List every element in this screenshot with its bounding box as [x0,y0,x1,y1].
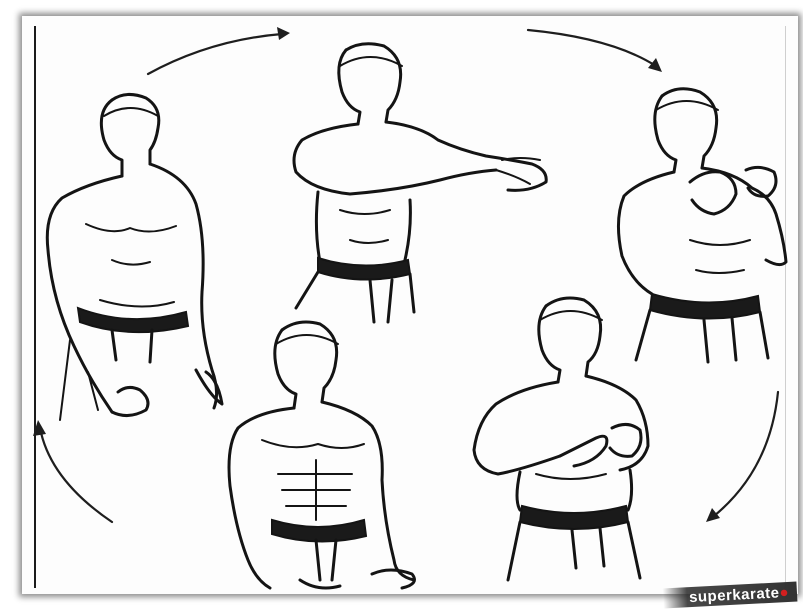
watermark-text: superkarate [689,584,780,606]
arrow-left-lower [33,420,112,522]
arrow-top-right [528,30,662,72]
figure-palms-at-chest [474,298,648,580]
figure-arms-extended [294,44,546,322]
arrow-top-left [148,27,290,74]
figure-standing-relaxed [47,94,222,420]
watermark-dot-icon: ● [779,584,789,601]
figure-hands-lowered [229,322,414,588]
arrow-right-lower [706,392,778,522]
figure-palms-together-side [618,89,786,362]
